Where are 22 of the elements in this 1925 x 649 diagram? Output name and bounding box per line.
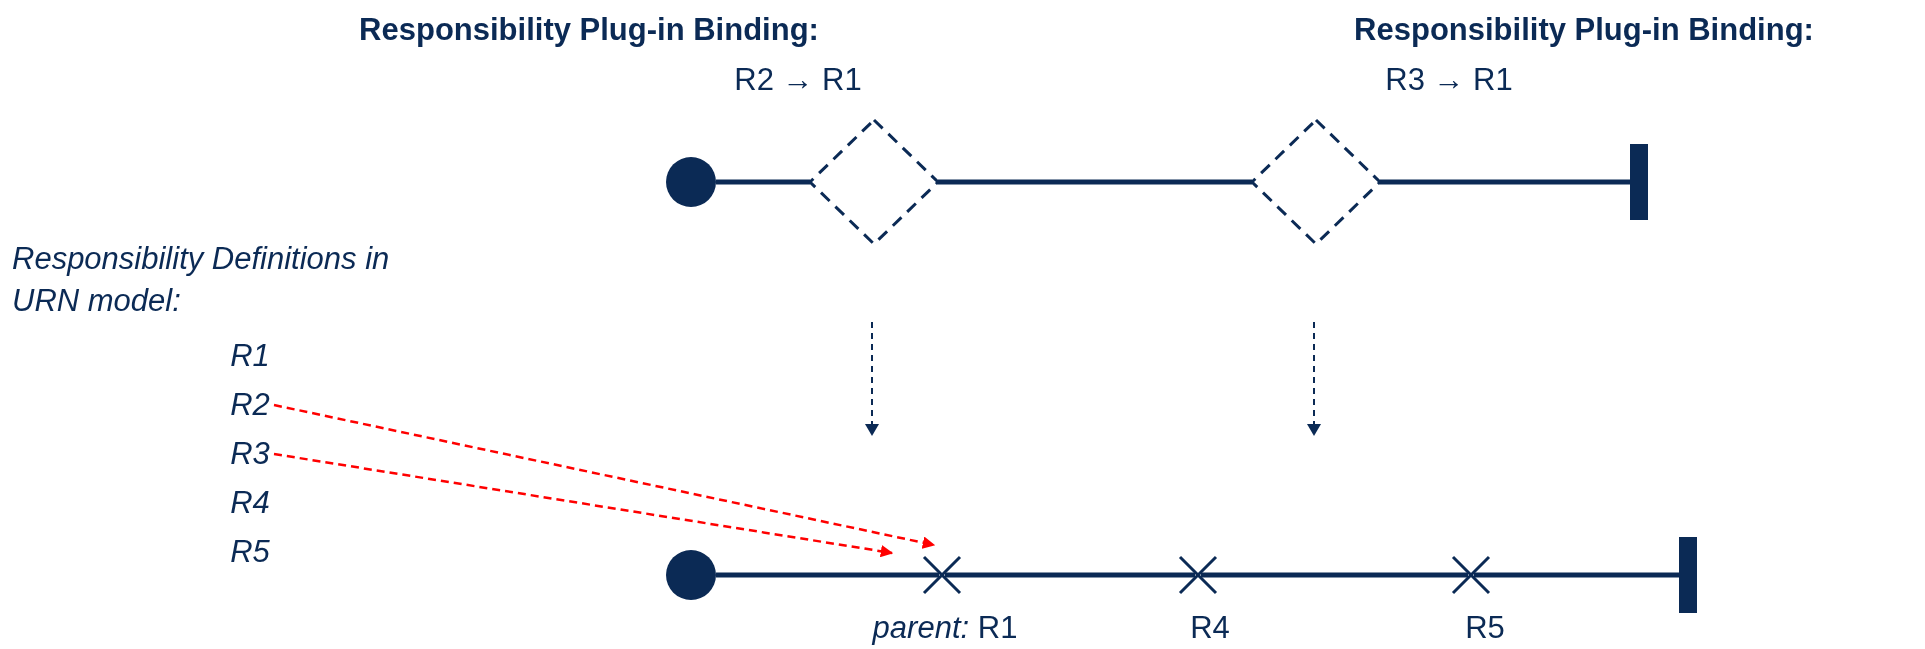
node-label: parent: R1 <box>872 610 1018 646</box>
path-line <box>716 179 810 185</box>
node-label: R5 <box>1465 610 1505 646</box>
responsibility-name: R4 <box>220 485 280 521</box>
binding-heading: Responsibility Plug-in Binding: <box>359 12 819 48</box>
responsibility-name: R2 <box>220 387 280 423</box>
responsibility-name: R1 <box>220 338 280 374</box>
path-line <box>1201 572 1468 578</box>
path-line <box>938 179 1252 185</box>
node-label: R2 → R1 <box>734 62 862 98</box>
path-line <box>945 572 1195 578</box>
path-line <box>1474 572 1679 578</box>
dashed-arrow <box>273 452 894 558</box>
binding-heading: Responsibility Plug-in Binding: <box>1354 12 1814 48</box>
node-label: R4 <box>1190 610 1230 646</box>
dashed-arrow <box>273 403 936 549</box>
node-label: R3 → R1 <box>1385 62 1513 98</box>
responsibility-name: R3 <box>220 436 280 472</box>
path-line <box>716 572 939 578</box>
note-text: Responsibility Definitions in URN model: <box>12 240 391 320</box>
responsibility-name: R5 <box>220 534 280 570</box>
path-line <box>1380 179 1630 185</box>
